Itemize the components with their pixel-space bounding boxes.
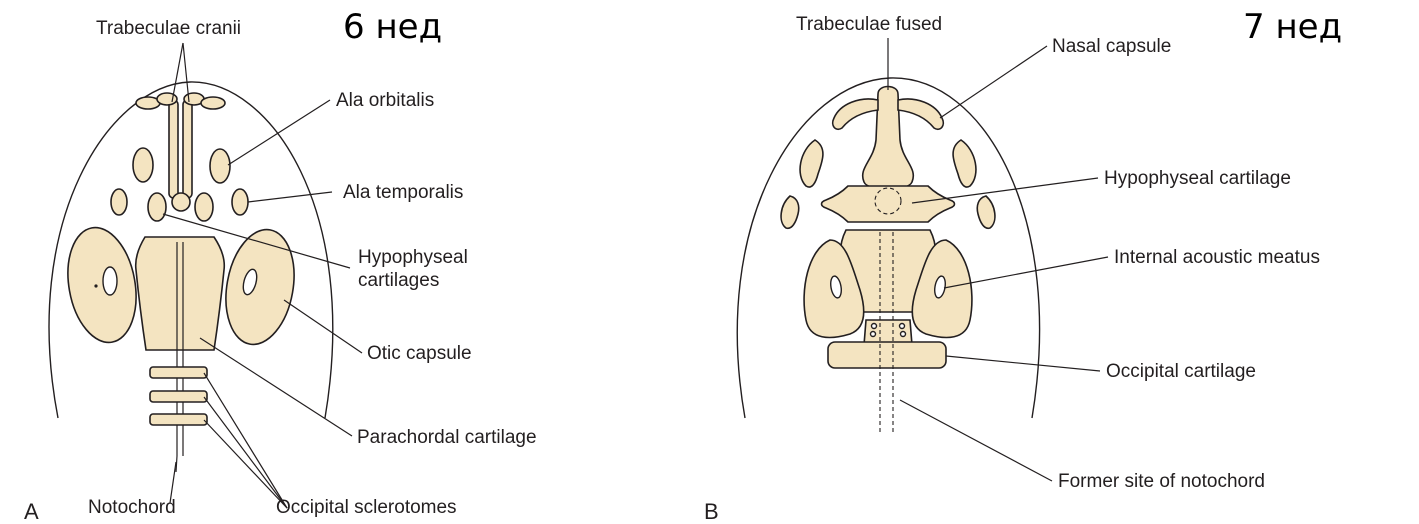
nasal-piece-2 xyxy=(157,93,177,105)
ala-temporalis-left-b xyxy=(781,196,799,228)
nasal-capsule-right xyxy=(898,99,943,129)
label-trabeculae-cranii: Trabeculae cranii xyxy=(96,18,241,39)
label-parachordal-cartilage: Parachordal cartilage xyxy=(357,427,537,448)
otic-hole-left xyxy=(103,267,117,295)
label-notochord: Notochord xyxy=(88,497,176,518)
leader-sclerotome-3 xyxy=(204,420,287,508)
week-label-b: 7 нед xyxy=(1243,7,1342,47)
occipital-cartilage-bar xyxy=(828,342,946,368)
hypophyseal-cartilage-b xyxy=(822,186,955,222)
ala-orbitalis-left-b xyxy=(800,140,823,187)
trabecula-left xyxy=(169,100,178,198)
occipital-foramen-1 xyxy=(872,324,877,329)
label-nasal-capsule: Nasal capsule xyxy=(1052,36,1171,57)
panel-letter-b: B xyxy=(704,499,719,524)
panel-a: Trabeculae cranii 6 нед Ala orbitalis Al… xyxy=(24,7,537,524)
otic-dot-left xyxy=(94,284,97,287)
sclerotome-1 xyxy=(150,367,207,378)
sclerotome-3 xyxy=(150,414,207,425)
leader-former-notochord xyxy=(900,400,1052,481)
label-hypophyseal-cartilage: Hypophyseal cartilage xyxy=(1104,168,1291,189)
label-occipital-sclerotomes: Occipital sclerotomes xyxy=(276,497,457,518)
parachordal-cartilage xyxy=(136,237,225,350)
panel-letter-a: A xyxy=(24,499,39,524)
leader-trabeculae-left xyxy=(172,43,183,102)
ala-temporalis-right-b xyxy=(977,196,995,228)
hypophyseal-cartilage-left xyxy=(148,193,166,221)
sclerotome-2 xyxy=(150,391,207,402)
label-trabeculae-fused: Trabeculae fused xyxy=(796,14,942,35)
leader-sclerotome-2 xyxy=(204,397,287,508)
label-internal-acoustic-meatus: Internal acoustic meatus xyxy=(1114,247,1320,268)
otic-capsule-right xyxy=(217,224,302,350)
leader-nasal-capsule xyxy=(940,46,1047,118)
label-occipital-cartilage: Occipital cartilage xyxy=(1106,361,1256,382)
ala-orbitalis-right-b xyxy=(953,140,976,187)
label-otic-capsule: Otic capsule xyxy=(367,343,472,364)
leader-sclerotome-1 xyxy=(204,373,287,508)
hypophyseal-cartilage-mid xyxy=(172,193,190,211)
occipital-foramen-2 xyxy=(871,332,876,337)
ala-temporalis-left xyxy=(111,189,127,215)
label-hypophyseal-line2: cartilages xyxy=(358,270,439,291)
label-hypophyseal-line1: Hypophyseal xyxy=(358,247,468,268)
nasal-capsule-left xyxy=(833,99,878,129)
occipital-foramen-4 xyxy=(901,332,906,337)
nasal-piece-4 xyxy=(201,97,225,109)
week-label-a: 6 нед xyxy=(343,7,442,47)
occipital-foramen-3 xyxy=(900,324,905,329)
trabecula-right xyxy=(183,100,192,198)
leader-trabeculae-right xyxy=(183,43,189,102)
ala-temporalis-right xyxy=(232,189,248,215)
label-former-notochord: Former site of notochord xyxy=(1058,471,1265,492)
leader-otic-capsule xyxy=(284,300,362,353)
leader-ala-orbitalis xyxy=(228,100,330,165)
hypophyseal-cartilage-right xyxy=(195,193,213,221)
leader-occipital-cartilage xyxy=(946,356,1100,371)
ala-orbitalis-left xyxy=(133,148,153,182)
otic-capsule-left xyxy=(59,222,144,348)
ala-orbitalis-right xyxy=(210,149,230,183)
label-ala-temporalis: Ala temporalis xyxy=(343,182,463,203)
leader-ala-temporalis xyxy=(248,192,332,202)
label-ala-orbitalis: Ala orbitalis xyxy=(336,90,434,111)
panel-b: Trabeculae fused Nasal capsule 7 нед Hyp… xyxy=(704,7,1342,524)
leader-hypophyseal-cartilage xyxy=(912,178,1098,203)
